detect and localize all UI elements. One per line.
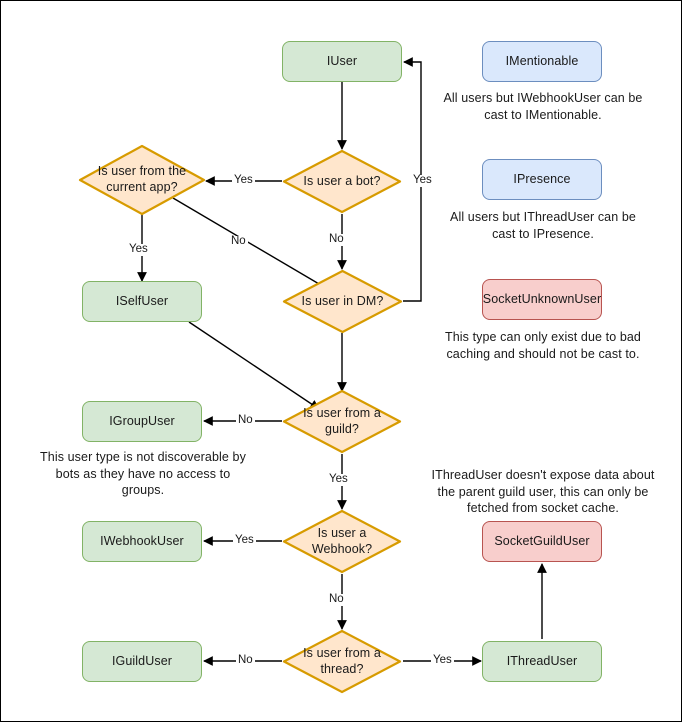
node-is-user-from-thread-label: Is user from a thread? bbox=[303, 645, 381, 676]
node-socketguilduser[interactable]: SocketGuildUser bbox=[482, 521, 602, 562]
edge-label-app-no: No bbox=[229, 235, 248, 248]
node-is-user-in-dm[interactable]: Is user in DM? bbox=[282, 269, 403, 334]
node-is-user-from-guild[interactable]: Is user from a guild? bbox=[282, 389, 402, 454]
note-imentionable: All users but IWebhookUser can be cast t… bbox=[443, 91, 643, 122]
edge-label-guild-no: No bbox=[236, 414, 255, 427]
node-iselfuser-label: ISelfUser bbox=[115, 293, 169, 308]
node-is-user-a-bot[interactable]: Is user a bot? bbox=[282, 149, 402, 214]
node-is-user-from-guild-label: Is user from a guild? bbox=[303, 405, 381, 436]
node-is-user-a-webhook-label: Is user a Webhook? bbox=[311, 525, 373, 556]
node-is-user-a-webhook[interactable]: Is user a Webhook? bbox=[282, 509, 402, 574]
node-iuser[interactable]: IUser bbox=[282, 41, 402, 82]
node-ithreaduser[interactable]: IThreadUser bbox=[482, 641, 602, 682]
node-is-user-from-thread[interactable]: Is user from a thread? bbox=[282, 629, 402, 694]
diamond-shape-icon bbox=[282, 629, 402, 694]
node-iwebhookuser-label: IWebhookUser bbox=[100, 533, 184, 548]
note-ipresence: All users but IThreadUser can be cast to… bbox=[450, 210, 636, 241]
node-is-user-in-dm-label: Is user in DM? bbox=[301, 293, 384, 308]
diamond-shape-icon bbox=[282, 149, 402, 214]
node-ithreaduser-label: IThreadUser bbox=[506, 653, 578, 668]
node-is-user-a-bot-label: Is user a bot? bbox=[303, 173, 381, 188]
node-is-user-from-current-app[interactable]: Is user from the current app? bbox=[78, 144, 206, 216]
node-iuser-label: IUser bbox=[326, 53, 358, 68]
diamond-shape-icon bbox=[282, 509, 402, 574]
node-socketunknownuser[interactable]: SocketUnknownUser bbox=[482, 279, 602, 320]
node-ipresence-label: IPresence bbox=[513, 171, 571, 186]
node-iwebhookuser[interactable]: IWebhookUser bbox=[82, 521, 202, 562]
node-igroupuser[interactable]: IGroupUser bbox=[82, 401, 202, 442]
edge-label-webhook-yes: Yes bbox=[233, 534, 256, 547]
note-socketunknownuser: This type can only exist due to bad cach… bbox=[445, 330, 641, 361]
node-socketunknownuser-label: SocketUnknownUser bbox=[482, 291, 602, 306]
edge-label-bot-yes: Yes bbox=[232, 174, 255, 187]
node-is-user-from-current-app-label: Is user from the current app? bbox=[97, 164, 187, 194]
edge-label-thread-no: No bbox=[236, 654, 255, 667]
edge-label-dm-yes: Yes bbox=[411, 174, 434, 187]
node-imentionable-label: IMentionable bbox=[505, 53, 579, 68]
edge-label-app-yes: Yes bbox=[127, 243, 150, 256]
note-ithreaduser: IThreadUser doesn't expose data about th… bbox=[431, 468, 655, 515]
node-iselfuser[interactable]: ISelfUser bbox=[82, 281, 202, 322]
diamond-shape-icon bbox=[282, 389, 402, 454]
node-imentionable[interactable]: IMentionable bbox=[482, 41, 602, 82]
edge-label-webhook-no: No bbox=[327, 593, 346, 606]
diamond-shape-icon bbox=[78, 144, 206, 216]
edge-label-guild-yes: Yes bbox=[327, 473, 350, 486]
node-igroupuser-label: IGroupUser bbox=[109, 413, 175, 428]
diamond-shape-icon bbox=[282, 269, 403, 334]
node-iguilduser[interactable]: IGuildUser bbox=[82, 641, 202, 682]
node-iguilduser-label: IGuildUser bbox=[111, 653, 173, 668]
note-igroupuser: This user type is not discoverable by bo… bbox=[40, 450, 246, 497]
edge-label-thread-yes: Yes bbox=[431, 654, 454, 667]
edge-label-bot-no: No bbox=[327, 233, 346, 246]
node-socketguilduser-label: SocketGuildUser bbox=[494, 533, 590, 548]
node-ipresence[interactable]: IPresence bbox=[482, 159, 602, 200]
